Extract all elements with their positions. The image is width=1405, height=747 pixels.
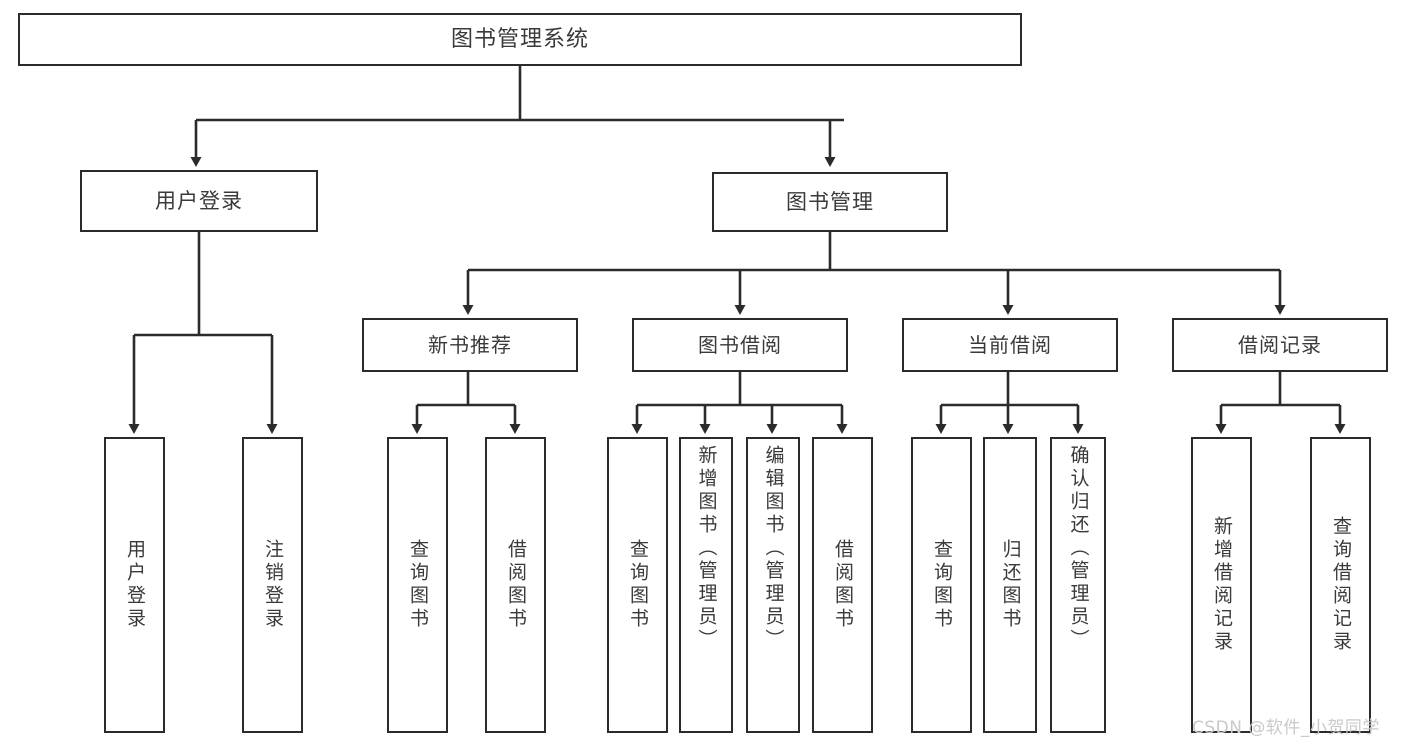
node-label: 归还图书 [999,539,1022,631]
node-current-borrow[interactable]: 当前借阅 [902,318,1118,372]
node-book-management[interactable]: 图书管理 [712,172,948,232]
leaf-book-borrow-borrow-book[interactable]: 借阅图书 [812,437,873,733]
node-label: 图书借阅 [698,332,782,357]
node-label: 新增图书（管理员） [695,445,718,652]
node-label: 查询图书 [931,539,953,631]
watermark: CSDN @软件_小贺同学 [1192,718,1380,738]
leaf-new-book-query-book[interactable]: 查询图书 [387,437,448,733]
node-user-login[interactable]: 用户登录 [80,170,318,232]
node-label: 确认归还（管理员） [1067,445,1090,652]
leaf-book-borrow-query-book[interactable]: 查询图书 [607,437,668,733]
leaf-user-login-login[interactable]: 用户登录 [104,437,165,733]
node-label: 注销登录 [262,539,284,631]
node-label: 借阅图书 [832,539,854,631]
node-label: 用户登录 [155,188,243,213]
node-label: 新增借阅记录 [1211,516,1233,654]
node-root-book-management-system[interactable]: 图书管理系统 [18,13,1022,66]
node-label: 查询图书 [407,539,429,631]
leaf-current-borrow-return-book[interactable]: 归还图书 [983,437,1037,733]
node-borrow-record[interactable]: 借阅记录 [1172,318,1388,372]
leaf-borrow-record-add-record[interactable]: 新增借阅记录 [1191,437,1252,733]
leaf-borrow-record-query-record[interactable]: 查询借阅记录 [1310,437,1371,733]
leaf-current-borrow-query-book[interactable]: 查询图书 [911,437,972,733]
node-label: 借阅图书 [505,539,527,631]
node-label: 查询图书 [627,539,649,631]
node-label: 用户登录 [124,539,146,631]
node-label: 当前借阅 [968,332,1052,357]
leaf-book-borrow-add-book-admin[interactable]: 新增图书（管理员） [679,437,733,733]
node-new-book-recommend[interactable]: 新书推荐 [362,318,578,372]
node-label: 图书管理 [786,189,874,214]
node-label: 新书推荐 [428,332,512,357]
leaf-user-login-logout[interactable]: 注销登录 [242,437,303,733]
leaf-current-borrow-confirm-return-admin[interactable]: 确认归还（管理员） [1050,437,1106,733]
node-book-borrow[interactable]: 图书借阅 [632,318,848,372]
leaf-book-borrow-edit-book-admin[interactable]: 编辑图书（管理员） [746,437,800,733]
leaf-new-book-borrow-book[interactable]: 借阅图书 [485,437,546,733]
node-label: 图书管理系统 [450,26,589,52]
node-label: 编辑图书（管理员） [762,445,785,652]
node-label: 借阅记录 [1238,332,1322,357]
node-label: 查询借阅记录 [1330,516,1352,654]
